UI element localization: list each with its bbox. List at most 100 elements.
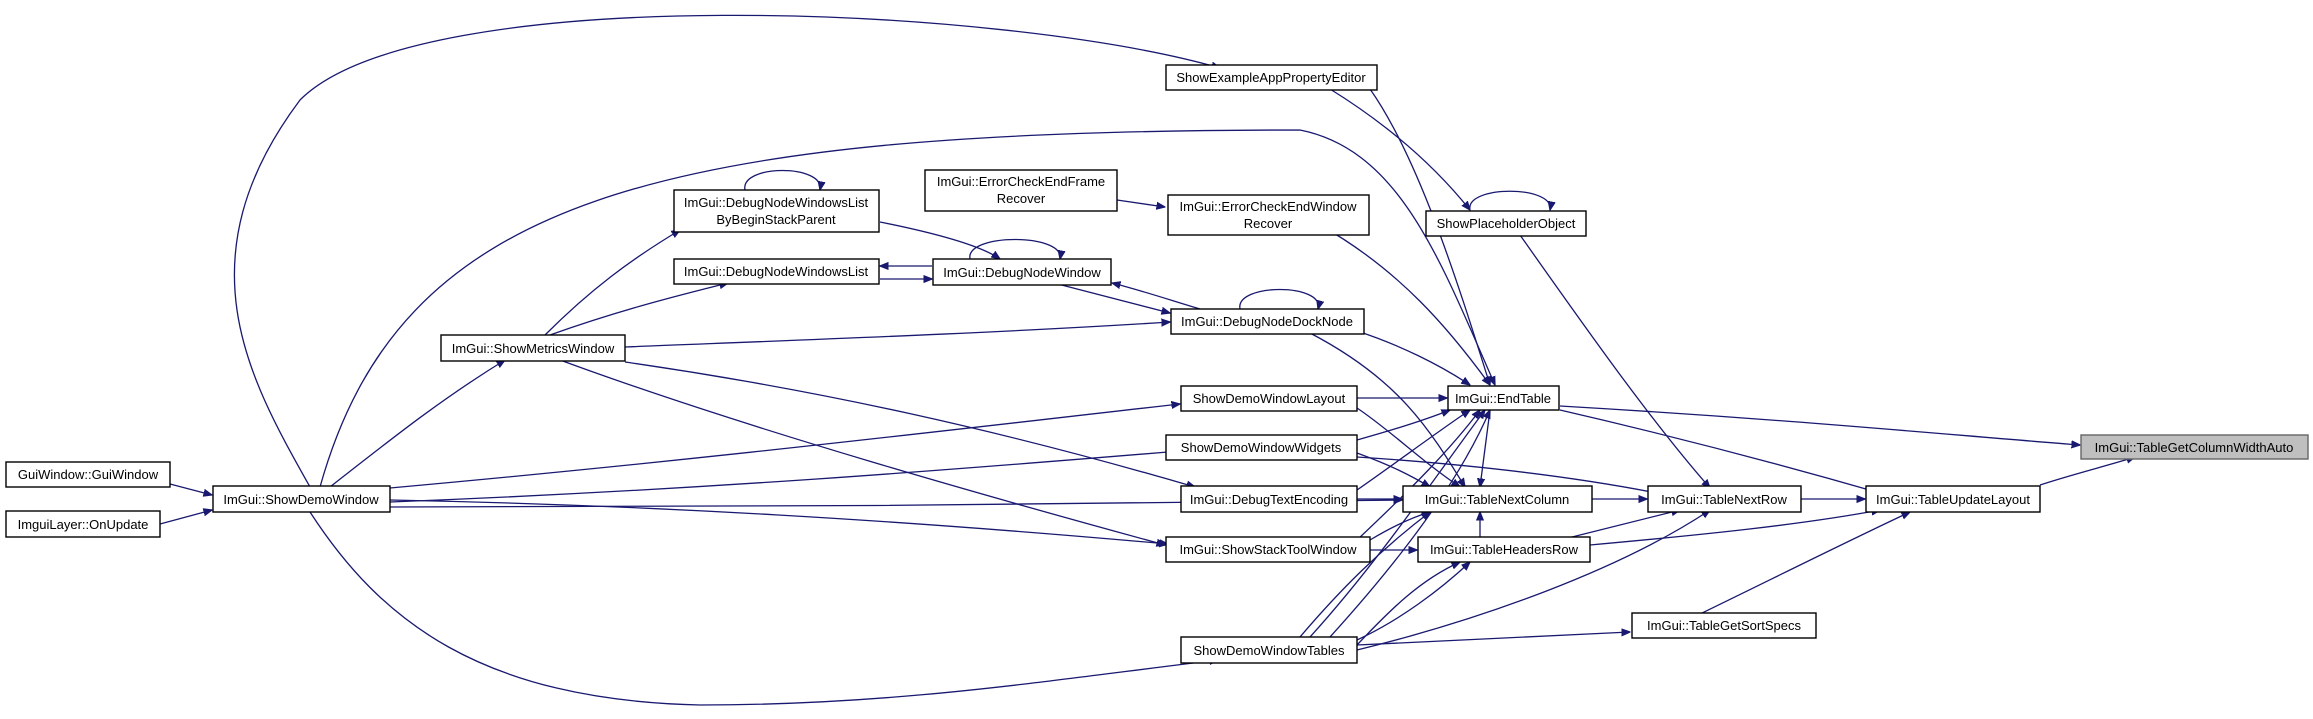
- edge-showdemowindowlayout-to-tablenextcolumn: [1356, 407, 1460, 487]
- node-label: ShowDemoWindowTables: [1193, 643, 1345, 658]
- edge-showdemowindow-to-endtable: [319, 129, 1495, 488]
- node-show-demo-window-widgets[interactable]: ShowDemoWindowWidgets: [1165, 434, 1358, 461]
- edge-endtable-to-tablenextcolumn: [1480, 409, 1491, 487]
- edge-tableupdatelayout-to-root: [2039, 457, 2135, 486]
- node-label: ImGui::TableGetSortSpecs: [1647, 618, 1801, 633]
- edge-showdemowindowtables-to-tableheadersrow: [1356, 562, 1460, 646]
- edge-errorcheckendframerecover-to-errorcheckendwindowrecover: [1116, 199, 1165, 207]
- node-label: ImGui::TableHeadersRow: [1430, 542, 1579, 557]
- node-show-demo-window-layout[interactable]: ShowDemoWindowLayout: [1180, 385, 1358, 412]
- edge-showexampleapppropertyeditor-to-showplaceholderobject: [1329, 88, 1470, 210]
- edge-showdemowindowtables-to-endtable-2: [1329, 410, 1490, 638]
- node-show-demo-window[interactable]: ImGui::ShowDemoWindow: [212, 485, 391, 513]
- node-imgui-layer-on-update[interactable]: ImguiLayer::OnUpdate: [5, 510, 161, 538]
- edge-showdemowindow-to-showexampleapppropertyeditor: [233, 14, 1220, 488]
- node-label: ImGui::ShowDemoWindow: [223, 492, 379, 507]
- node-label: ImGui::TableUpdateLayout: [1876, 492, 2030, 507]
- node-label: ImGui::DebugNodeWindowsList: [684, 264, 869, 279]
- node-label: ImGui::ShowMetricsWindow: [452, 341, 615, 356]
- edge-debugnodewindow-self: [969, 238, 1060, 260]
- edge-showplaceholderobject-to-tablenextrow: [1519, 234, 1710, 488]
- edge-debugnodedocknode-to-endtable: [1356, 330, 1470, 385]
- edge-showdemowindow-to-showdemowindowlayout: [389, 404, 1180, 489]
- node-error-check-end-frame-recover[interactable]: ImGui::ErrorCheckEndFrame Recover: [924, 169, 1118, 212]
- edge-showmetricswindow-to-debugnodedocknode: [624, 322, 1170, 348]
- node-table-get-column-width-auto[interactable]: ImGui::TableGetColumnWidthAuto: [2080, 434, 2309, 460]
- edge-showdemowindow-to-showdemowindowtables: [309, 511, 1218, 706]
- edge-showmetricswindow-to-showstacktoolwindow: [559, 359, 1165, 545]
- edge-debugtextencoding-to-endtable: [1356, 410, 1470, 491]
- node-label: ImGui::TableNextColumn: [1425, 492, 1570, 507]
- node-label: ImGui::DebugNodeWindow: [943, 265, 1101, 280]
- node-label: ImGui::TableNextRow: [1661, 492, 1787, 507]
- node-label: ImGui::ErrorCheckEndFrame: [937, 174, 1105, 189]
- node-table-next-row[interactable]: ImGui::TableNextRow: [1647, 485, 1802, 513]
- node-label: ShowDemoWindowWidgets: [1181, 440, 1342, 455]
- edge-showdemowindowwidgets-to-endtable: [1356, 410, 1450, 441]
- node-label: ImGui::DebugTextEncoding: [1190, 492, 1348, 507]
- edge-debugnodedocknode-self: [1239, 288, 1319, 310]
- edge-onupdate-to-showdemowindow: [159, 510, 212, 525]
- edge-showstacktoolwindow-to-endtable: [1356, 410, 1480, 541]
- node-label-line-2: Recover: [1244, 216, 1293, 231]
- node-table-next-column[interactable]: ImGui::TableNextColumn: [1402, 485, 1593, 513]
- node-show-demo-window-tables[interactable]: ShowDemoWindowTables: [1180, 636, 1358, 664]
- edge-debugnodewindowslistbybeginstackparent-to-debugnodewindow: [879, 221, 1000, 259]
- node-label: ShowPlaceholderObject: [1437, 216, 1576, 231]
- node-label: GuiWindow::GuiWindow: [18, 467, 159, 482]
- node-show-placeholder-object[interactable]: ShowPlaceholderObject: [1425, 210, 1587, 237]
- node-show-stack-tool-window[interactable]: ImGui::ShowStackToolWindow: [1165, 536, 1371, 563]
- edge-showdemowindow-to-showstacktoolwindow: [389, 499, 1168, 544]
- node-debug-text-encoding[interactable]: ImGui::DebugTextEncoding: [1180, 485, 1358, 513]
- node-label: ImGui::ShowStackToolWindow: [1179, 542, 1357, 557]
- edge-showdemowindowtables-to-tablegetsortspecs: [1356, 632, 1630, 646]
- node-label-line-2: ByBeginStackParent: [716, 212, 836, 227]
- node-table-update-layout[interactable]: ImGui::TableUpdateLayout: [1865, 485, 2041, 513]
- edge-tableheadersrow-to-tablenextrow: [1559, 510, 1680, 541]
- edge-showdemowindowtables-to-endtable: [1309, 410, 1485, 638]
- node-debug-node-window[interactable]: ImGui::DebugNodeWindow: [932, 258, 1112, 286]
- edge-endtable-to-root: [1559, 405, 2080, 445]
- node-label: ImGui::EndTable: [1455, 391, 1551, 406]
- edge-showmetricswindow-to-debugnodewindowslist: [549, 283, 728, 336]
- edge-debugnodewindowslistbybeginstackparent-self: [744, 169, 820, 191]
- node-label: ShowExampleAppPropertyEditor: [1176, 70, 1366, 85]
- edge-endtable-to-tableupdatelayout: [1559, 409, 1880, 493]
- node-show-metrics-window[interactable]: ImGui::ShowMetricsWindow: [440, 334, 626, 362]
- node-gui-window[interactable]: GuiWindow::GuiWindow: [5, 461, 171, 488]
- edge-showdemowindow-to-showdemowindowwidgets: [389, 451, 1180, 503]
- edge-showdemowindowtables-to-tablenextcolumn: [1299, 512, 1430, 638]
- edge-debugnodewindow-to-debugnodedocknode: [1049, 281, 1170, 313]
- edge-tableheadersrow-to-tableupdatelayout: [1589, 510, 1880, 546]
- node-table-get-sort-specs[interactable]: ImGui::TableGetSortSpecs: [1631, 612, 1817, 639]
- node-label: ImGui::TableGetColumnWidthAuto: [2095, 440, 2294, 455]
- edge-debugnodedocknode-to-debugnodewindow: [1112, 283, 1201, 310]
- node-label: ImguiLayer::OnUpdate: [18, 517, 149, 532]
- node-label: ImGui::DebugNodeDockNode: [1181, 314, 1353, 329]
- edge-guiwindow-to-showdemowindow: [169, 483, 212, 495]
- edge-showplaceholderobject-self: [1469, 190, 1550, 210]
- node-debug-node-windows-list[interactable]: ImGui::DebugNodeWindowsList: [673, 258, 880, 285]
- node-label: ImGui::ErrorCheckEndWindow: [1180, 199, 1358, 214]
- edge-showdemowindowwidgets-to-tablenextrow: [1356, 456, 1657, 493]
- edge-showexampleapppropertyeditor-to-endtable: [1369, 88, 1490, 385]
- edges: [159, 14, 2135, 706]
- edge-debugnodedocknode-to-tablenextcolumn: [1309, 332, 1465, 487]
- nodes: ImGui::TableGetColumnWidthAuto ImGui::En…: [5, 64, 2309, 664]
- edge-tablegetsortspecs-to-tableupdatelayout: [1699, 512, 1910, 615]
- node-label: ImGui::DebugNodeWindowsList: [684, 195, 869, 210]
- node-debug-node-windows-list-by-begin-stack-parent[interactable]: ImGui::DebugNodeWindowsList ByBeginStack…: [673, 189, 880, 233]
- edge-showdemowindowwidgets-to-tablenextcolumn: [1356, 452, 1430, 487]
- node-show-example-app-property-editor[interactable]: ShowExampleAppPropertyEditor: [1165, 64, 1378, 91]
- node-error-check-end-window-recover[interactable]: ImGui::ErrorCheckEndWindow Recover: [1167, 194, 1370, 236]
- node-table-headers-row[interactable]: ImGui::TableHeadersRow: [1417, 536, 1591, 563]
- node-label: ShowDemoWindowLayout: [1193, 391, 1346, 406]
- edge-showdemowindow-to-showmetricswindow: [329, 360, 505, 488]
- edge-showdemowindowtables-to-tablenextrow: [1356, 510, 1710, 651]
- node-end-table[interactable]: ImGui::EndTable: [1447, 385, 1560, 411]
- edge-showdemowindowtables-to-tableheadersrow-2: [1356, 562, 1470, 641]
- edge-errorcheckendwindowrecover-to-endtable: [1319, 224, 1490, 385]
- node-debug-node-dock-node[interactable]: ImGui::DebugNodeDockNode: [1170, 308, 1365, 335]
- edge-showmetricswindow-to-debugnodewindowslistbybeginstackparent: [544, 230, 680, 336]
